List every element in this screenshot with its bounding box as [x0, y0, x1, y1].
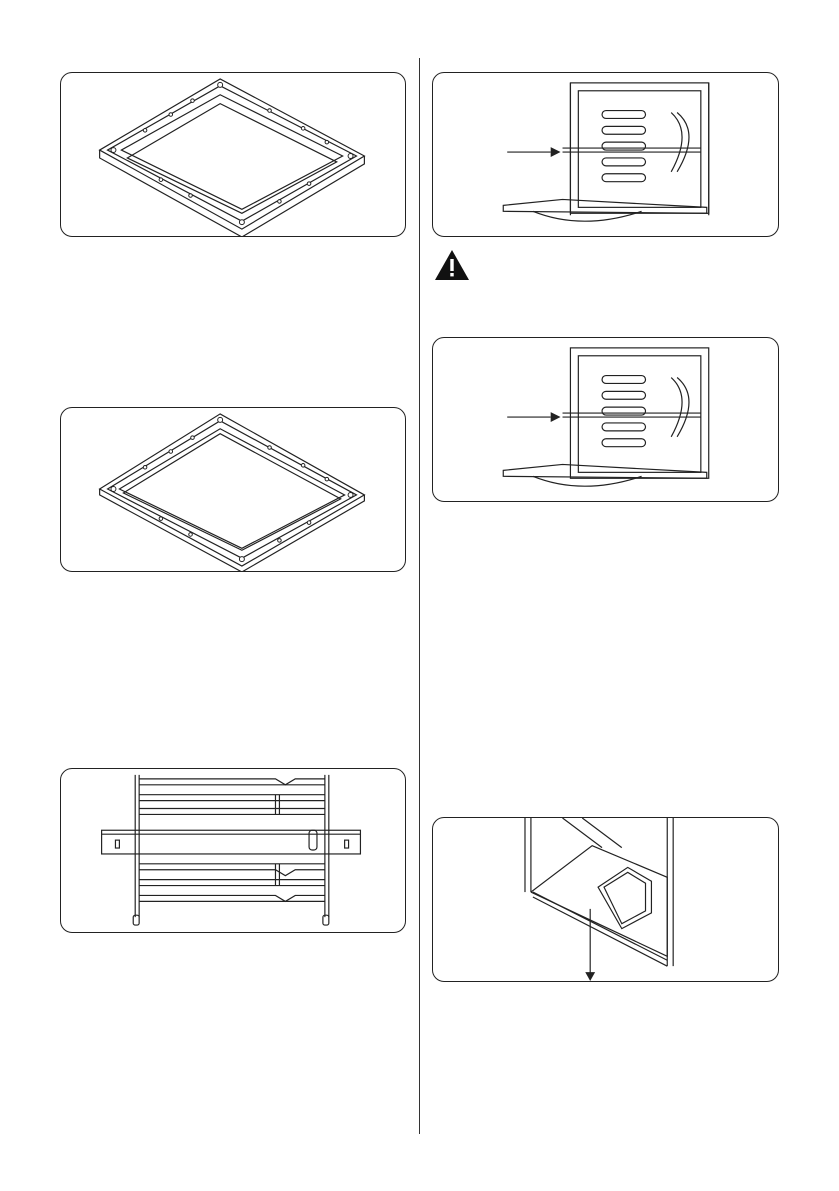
deep-baking-tray-illustration: [61, 73, 405, 236]
column-divider: [419, 58, 420, 1134]
shelf-rail-figure: [60, 768, 406, 933]
oven-shelf-figure-2: [432, 337, 779, 502]
shallow-baking-tray-illustration: [61, 408, 405, 571]
oven-with-wire-shelf-arrow-illustration: [433, 338, 778, 501]
warning-triangle-icon: [433, 248, 471, 282]
side-rail-with-bar-illustration: [61, 769, 405, 932]
oven-with-wire-shelf-arrow-illustration: [433, 73, 778, 236]
oven-interior-down-arrow-illustration: [433, 818, 778, 981]
oven-shelf-figure-1: [432, 72, 779, 237]
deep-tray-figure: [60, 72, 406, 237]
shallow-tray-figure: [60, 407, 406, 572]
oven-bottom-figure: [432, 817, 779, 982]
